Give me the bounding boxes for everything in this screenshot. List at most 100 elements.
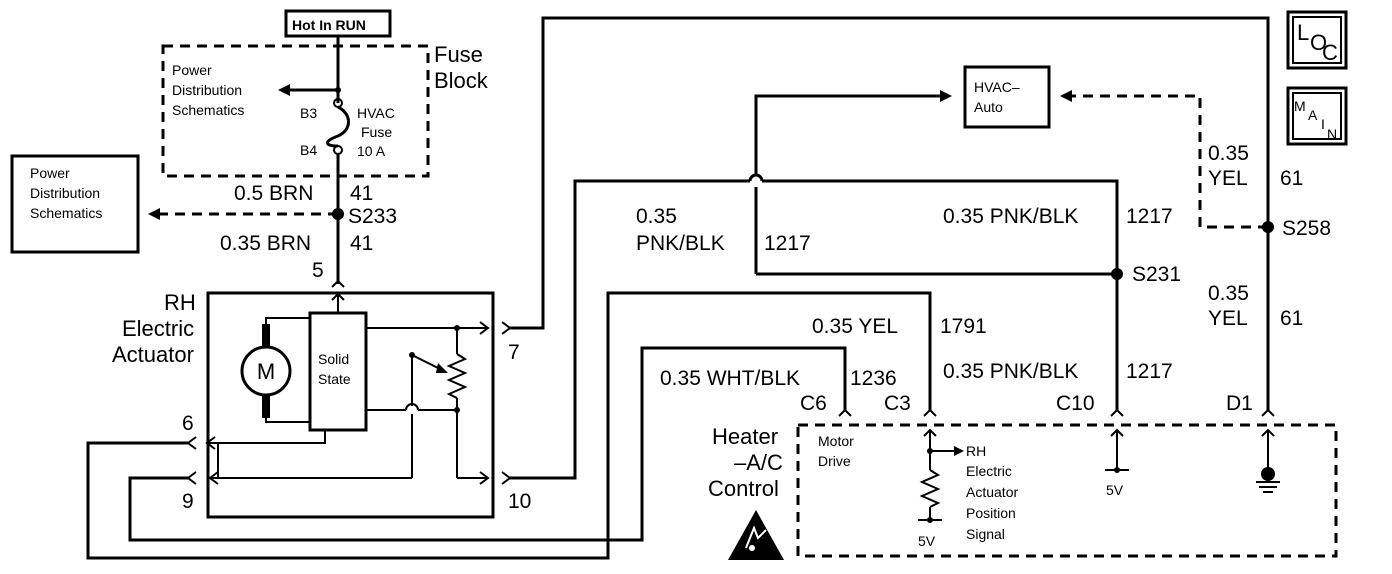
loc-letter-o: O bbox=[1310, 30, 1327, 55]
fuse-block-title-1: Fuse bbox=[434, 42, 483, 67]
main-letter-m: M bbox=[1294, 98, 1306, 114]
wire-05brn-circuit: 41 bbox=[350, 182, 373, 205]
pnk-left-circuit: 1217 bbox=[764, 232, 811, 255]
fuse-block-title-2: Block bbox=[434, 68, 489, 93]
yel-upper-circuit: 61 bbox=[1280, 167, 1303, 190]
main-icon[interactable]: M A I N bbox=[1286, 86, 1348, 146]
pin-7-label: 7 bbox=[508, 341, 520, 364]
esd-warning-icon bbox=[728, 510, 784, 560]
main-letter-n: N bbox=[1327, 126, 1337, 142]
pnk-c10-label: 0.35 PNK/BLK bbox=[943, 360, 1078, 383]
heater-ac-control: Heater –A/C Control C6 C3 C10 D1 Motor D… bbox=[708, 392, 1338, 560]
hvac-auto-line1: HVAC– bbox=[974, 79, 1020, 95]
yel-upper-gauge: 0.35 bbox=[1208, 142, 1249, 165]
solid-state-label-2: State bbox=[318, 371, 351, 387]
sig-line4: Position bbox=[966, 505, 1016, 521]
pdist-line1: Power bbox=[30, 165, 70, 181]
splice-s258-label: S258 bbox=[1282, 217, 1331, 240]
resistor-icon bbox=[446, 353, 468, 399]
arrow-right-icon bbox=[954, 446, 964, 456]
splice-s233 bbox=[332, 208, 344, 220]
pin-10-label: 10 bbox=[508, 490, 531, 513]
wire-labels: 0.35 PNK/BLK 1217 0.35 PNK/BLK 1217 S231… bbox=[636, 142, 1331, 390]
actuator-title-3: Actuator bbox=[112, 342, 194, 367]
fuse-pdist-line2: Distribution bbox=[172, 82, 242, 98]
sig-line2: Electric bbox=[966, 463, 1012, 479]
fuse-icon bbox=[326, 105, 350, 148]
pin-6-label: 6 bbox=[182, 412, 194, 435]
splice-s231-label: S231 bbox=[1132, 263, 1181, 286]
pin-b3: B3 bbox=[300, 105, 317, 121]
wire-wht-blk-1236 bbox=[128, 346, 847, 542]
wht-blk-label: 0.35 WHT/BLK bbox=[660, 367, 800, 390]
loc-letter-c: C bbox=[1322, 40, 1338, 65]
pnk-top-label: 0.35 PNK/BLK bbox=[943, 205, 1078, 228]
main-letter-a: A bbox=[1308, 107, 1318, 123]
ref-5v-a: 5V bbox=[918, 533, 936, 549]
actuator-title-1: RH bbox=[164, 290, 196, 315]
arrow-left-icon bbox=[1060, 90, 1072, 102]
sig-line5: Signal bbox=[966, 526, 1005, 542]
yel-lower-circuit: 61 bbox=[1280, 307, 1303, 330]
motor-drive-line2: Drive bbox=[818, 453, 851, 469]
pnk-top-circuit: 1217 bbox=[1126, 205, 1173, 228]
wire-05brn: 0.5 BRN bbox=[234, 182, 313, 205]
yel-lower-gauge: 0.35 bbox=[1208, 282, 1249, 305]
loc-letter-l: L bbox=[1297, 20, 1309, 45]
yel-lower-color: YEL bbox=[1208, 307, 1248, 330]
potentiometer-icon bbox=[436, 363, 448, 373]
power-distribution-box: Power Distribution Schematics bbox=[10, 154, 140, 254]
motor-icon bbox=[240, 345, 292, 397]
actuator-title-2: Electric bbox=[122, 316, 194, 341]
hot-in-run-label: Hot In RUN bbox=[292, 17, 366, 33]
yel-1791-label: 0.35 YEL bbox=[812, 315, 898, 338]
splice-s233-label: S233 bbox=[348, 205, 397, 228]
control-title-1: Heater bbox=[712, 424, 778, 449]
fuse-pdist-line1: Power bbox=[172, 62, 212, 78]
ref-5v-b: 5V bbox=[1106, 482, 1124, 498]
arrow-left-icon bbox=[148, 208, 160, 220]
control-outline bbox=[796, 423, 1338, 558]
sig-line1: RH bbox=[966, 443, 986, 459]
pin-5-label: 5 bbox=[312, 259, 324, 282]
wire-yel-61 bbox=[510, 16, 1270, 410]
arrow-right-icon bbox=[940, 90, 952, 102]
loc-icon[interactable]: L O C bbox=[1286, 10, 1348, 70]
pin-c10-label: C10 bbox=[1056, 392, 1095, 415]
sig-line3: Actuator bbox=[966, 484, 1018, 500]
pnk-left-color: PNK/BLK bbox=[636, 232, 725, 255]
resistor-icon bbox=[919, 469, 941, 508]
hvac-auto-box: HVAC– Auto bbox=[963, 65, 1051, 129]
pdist-line2: Distribution bbox=[30, 185, 100, 201]
wht-blk-circuit: 1236 bbox=[850, 367, 897, 390]
splice-s231 bbox=[1111, 268, 1123, 280]
pin-c6-label: C6 bbox=[800, 392, 827, 415]
hvac-auto-line2: Auto bbox=[974, 99, 1003, 115]
fuse-label-2: Fuse bbox=[361, 124, 392, 140]
motor-label: M bbox=[257, 359, 275, 384]
pnk-c10-circuit: 1217 bbox=[1126, 360, 1173, 383]
external-wiring bbox=[86, 16, 1275, 560]
solid-state-label-1: Solid bbox=[318, 351, 349, 367]
wire-035brn: 0.35 BRN bbox=[220, 232, 311, 255]
ground-icon bbox=[1256, 428, 1280, 493]
fuse-block-outline bbox=[161, 44, 430, 178]
wire-035brn-circuit: 41 bbox=[350, 232, 373, 255]
pnk-left-gauge: 0.35 bbox=[636, 205, 677, 228]
control-title-3: Control bbox=[708, 476, 779, 501]
fuse-block: Hot In RUN Fuse Block Power Distribution… bbox=[161, 9, 489, 178]
wire-pnk-blk-1217 bbox=[762, 179, 1119, 410]
wire-yel-1791 bbox=[86, 291, 932, 560]
yel-upper-color: YEL bbox=[1208, 167, 1248, 190]
main-letter-i: I bbox=[1321, 116, 1325, 132]
arrow-left-icon bbox=[278, 84, 290, 96]
solid-state-module bbox=[308, 311, 368, 432]
fuse-label-3: 10 A bbox=[357, 143, 386, 159]
pin-d1-label: D1 bbox=[1226, 392, 1253, 415]
fuse-label-1: HVAC bbox=[357, 105, 395, 121]
brown-circuit: 0.5 BRN 41 S233 0.35 BRN 41 5 bbox=[148, 176, 397, 288]
control-title-2: –A/C bbox=[734, 450, 783, 475]
rh-electric-actuator: RH Electric Actuator Solid State M bbox=[112, 290, 531, 519]
fuse-pdist-line3: Schematics bbox=[172, 102, 244, 118]
